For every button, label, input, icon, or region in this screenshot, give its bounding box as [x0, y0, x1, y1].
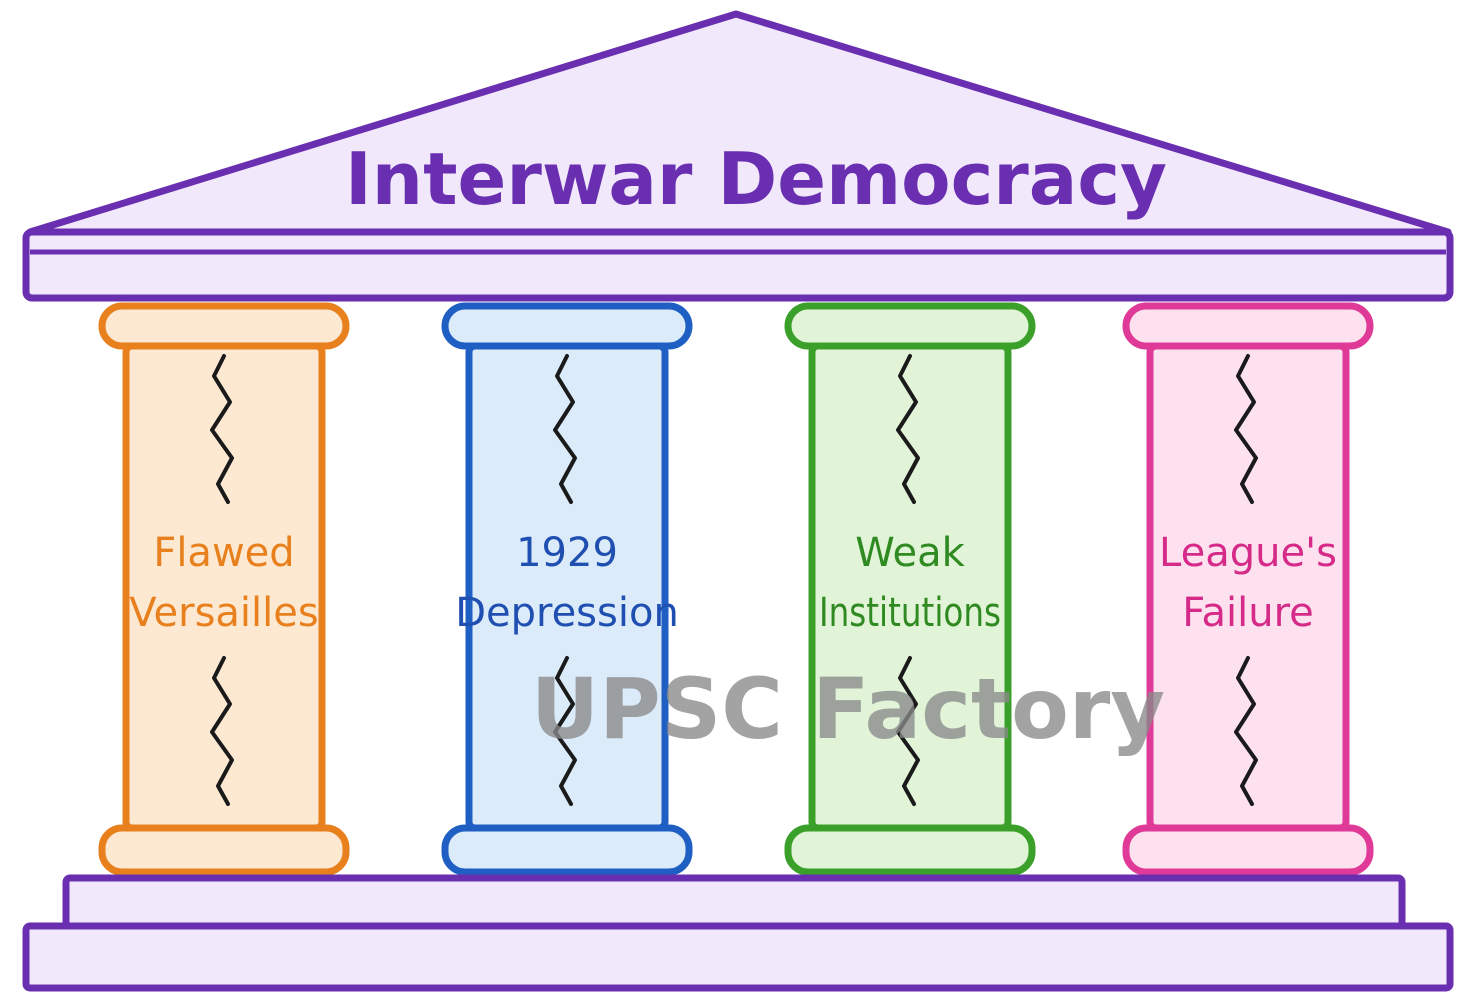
- pillar-foot: [784, 824, 1036, 876]
- watermark: UPSC Factory: [531, 660, 1165, 758]
- pillar-label-line1: League's: [1159, 530, 1337, 576]
- pillar-capital: [441, 302, 693, 350]
- base-step-bottom: [22, 922, 1454, 992]
- pillar-crack-lower: [896, 656, 920, 806]
- pillar-crack-upper: [553, 354, 577, 504]
- pillar-capital: [784, 302, 1036, 350]
- pillar-capital: [98, 302, 350, 350]
- pillar-label-line2: Failure: [1182, 590, 1314, 636]
- pillar-shaft: [1146, 342, 1350, 832]
- pillar-label-line2: Versailles: [129, 590, 318, 636]
- roof-beam: [22, 228, 1454, 302]
- pillar-crack-lower: [1234, 656, 1258, 806]
- pillar-label-line2: Institutions: [819, 590, 1001, 636]
- pillar-foot: [1122, 824, 1374, 876]
- pillar-crack-upper: [896, 354, 920, 504]
- pillar-capital: [1122, 302, 1374, 350]
- pillar-label-line1: Weak: [855, 530, 965, 576]
- pillar-crack-lower: [210, 656, 234, 806]
- pillar-crack-upper: [1234, 354, 1258, 504]
- pillar-label-line1: Flawed: [153, 530, 294, 576]
- pillar-shaft: [122, 342, 326, 832]
- pillar-crack-lower: [553, 656, 577, 806]
- diagram-title: Interwar Democracy: [345, 137, 1167, 221]
- pillar-label-line1: 1929: [516, 530, 618, 576]
- pillar-crack-upper: [210, 354, 234, 504]
- base-step-top: [62, 874, 1406, 932]
- pillar-foot: [441, 824, 693, 876]
- pillar-foot: [98, 824, 350, 876]
- pillar-label-line2: Depression: [455, 590, 679, 636]
